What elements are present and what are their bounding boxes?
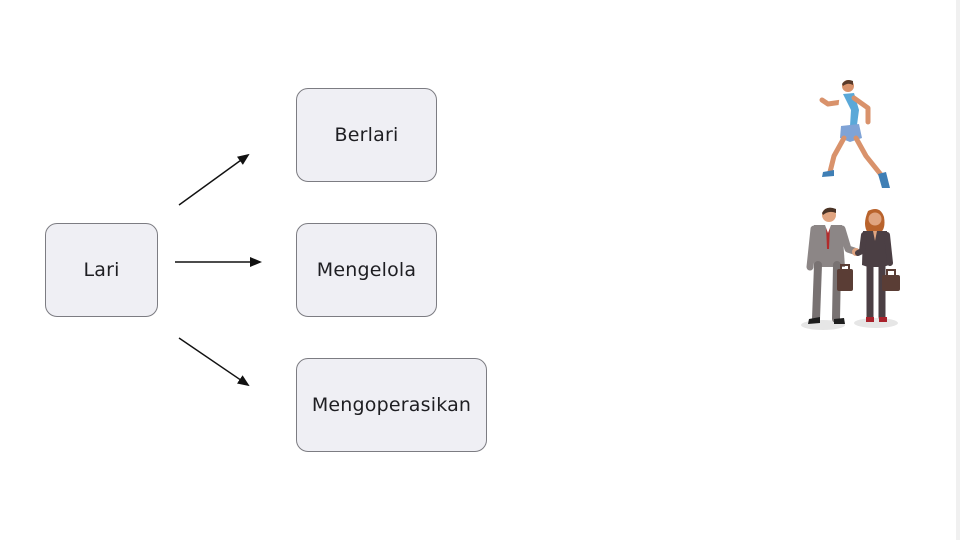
target-node-mengelola: Mengelola <box>296 223 437 317</box>
arrow-to-berlari <box>178 153 250 206</box>
target-node-label: Berlari <box>334 124 399 146</box>
target-node-label: Mengoperasikan <box>311 394 472 416</box>
target-node-label: Mengelola <box>316 259 417 281</box>
arrow-to-mengoperasikan <box>178 337 250 387</box>
source-node-label: Lari <box>83 259 120 281</box>
right-edge-strip <box>956 0 960 540</box>
target-node-berlari: Berlari <box>296 88 437 182</box>
source-node-lari: Lari <box>45 223 158 317</box>
running-person-icon <box>819 80 890 188</box>
business-handshake-icon <box>801 207 900 330</box>
target-node-mengoperasikan: Mengoperasikan <box>296 358 487 452</box>
